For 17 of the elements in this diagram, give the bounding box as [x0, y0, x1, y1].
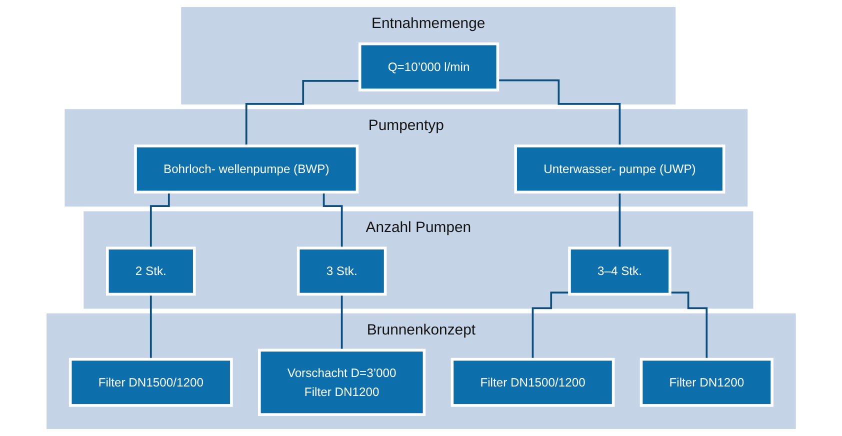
connector: [532, 292, 570, 360]
node-box: Filter DN1500/1200: [68, 358, 233, 407]
node-box: 2 Stk.: [106, 246, 196, 296]
connector: [670, 292, 708, 360]
node-box: Vorschacht D=3’000 Filter DN1200: [258, 348, 426, 416]
node-box: Filter DN1500/1200: [450, 358, 614, 407]
connector: [150, 293, 152, 360]
node-box: Unterwasser- pumpe (UWP): [514, 144, 726, 194]
node-box: Filter DN1200: [640, 358, 774, 407]
connector: [498, 79, 620, 147]
connector: [618, 191, 620, 249]
connector: [340, 293, 343, 352]
node-box: 3–4 Stk.: [568, 246, 672, 296]
node-box: 3 Stk.: [296, 246, 386, 296]
node-box: Q=10’000 l/min: [358, 42, 499, 92]
node-box: Bohrloch- wellenpumpe (BWP): [134, 144, 358, 194]
connector: [245, 80, 360, 147]
